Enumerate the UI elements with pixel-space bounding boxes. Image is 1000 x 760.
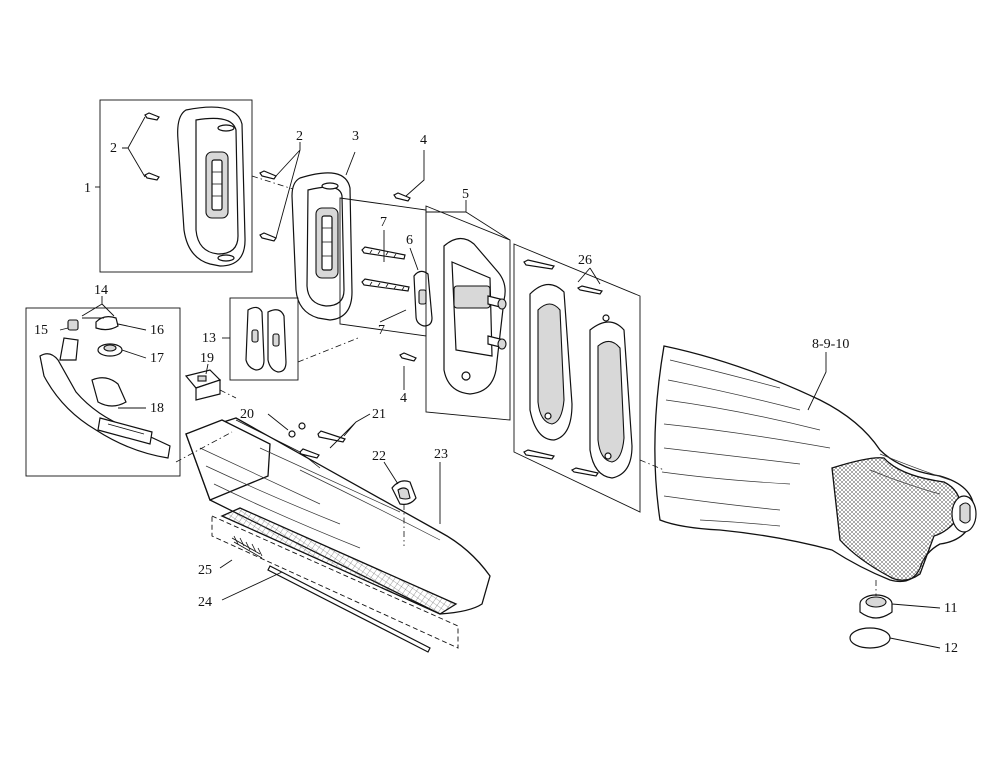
forend-23 bbox=[185, 413, 491, 615]
spacer-plates-26 bbox=[513, 243, 641, 513]
callout-12: 12 bbox=[944, 641, 958, 656]
callout-19: 19 bbox=[200, 351, 214, 366]
callout-26: 26 bbox=[578, 253, 592, 268]
callout-25: 25 bbox=[198, 563, 212, 578]
buttstock-8-9-10 bbox=[654, 345, 977, 583]
bolts-7-and-plate-6 bbox=[339, 197, 433, 337]
callout-7-top: 7 bbox=[380, 215, 387, 230]
callout-23: 23 bbox=[434, 447, 448, 462]
alignment-lines bbox=[175, 337, 665, 471]
recoil-pad-group-1 bbox=[95, 99, 253, 273]
callout-24: 24 bbox=[198, 595, 212, 610]
callout-21: 21 bbox=[372, 407, 386, 422]
grip-cap-11-12 bbox=[849, 580, 941, 649]
screws-2 bbox=[251, 142, 301, 242]
callout-8-9-10: 8-9-10 bbox=[812, 337, 849, 352]
callout-14: 14 bbox=[94, 283, 108, 298]
callout-3: 3 bbox=[352, 129, 359, 144]
callout-17: 17 bbox=[150, 351, 164, 366]
callout-4-bottom: 4 bbox=[400, 391, 407, 406]
callout-22: 22 bbox=[372, 449, 386, 464]
callout-1: 1 bbox=[84, 181, 91, 196]
callout-15: 15 bbox=[34, 323, 48, 338]
callout-20: 20 bbox=[240, 407, 254, 422]
butt-plate-5 bbox=[393, 150, 511, 421]
callout-2-right: 2 bbox=[296, 129, 303, 144]
callout-4-top: 4 bbox=[420, 133, 427, 148]
spacer-set-13 bbox=[222, 297, 299, 381]
callout-6: 6 bbox=[406, 233, 413, 248]
callout-5: 5 bbox=[462, 187, 469, 202]
callout-16: 16 bbox=[150, 323, 164, 338]
rod-24-spring-25 bbox=[211, 515, 459, 653]
safety-block-19 bbox=[184, 363, 237, 401]
callout-7-bottom: 7 bbox=[378, 323, 385, 338]
callout-2-left: 2 bbox=[110, 141, 117, 156]
callout-labels: 1 2 2 3 4 4 5 6 7 7 8-9-10 11 12 13 14 1… bbox=[34, 129, 958, 656]
callout-18: 18 bbox=[150, 401, 164, 416]
trigger-guard-group-14 bbox=[25, 296, 181, 477]
recoil-pad-3 bbox=[291, 151, 356, 321]
callout-13: 13 bbox=[202, 331, 216, 346]
callout-11: 11 bbox=[944, 601, 957, 616]
